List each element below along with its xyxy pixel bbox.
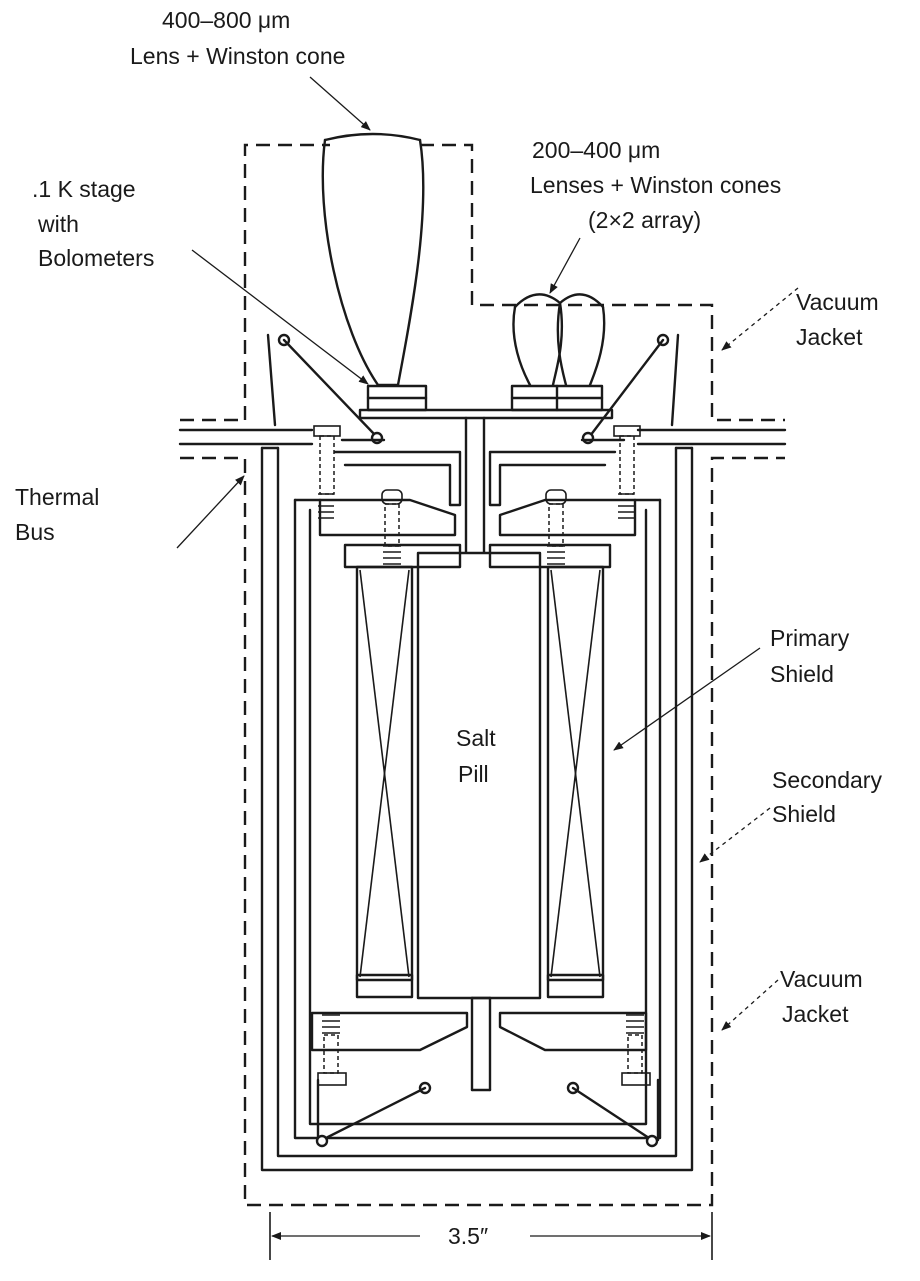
thermal-bus-plate — [178, 428, 787, 446]
svg-text:400–800 μm: 400–800 μm — [162, 7, 290, 33]
svg-text:Pill: Pill — [458, 761, 489, 787]
svg-text:Lenses + Winston cones: Lenses + Winston cones — [530, 172, 781, 198]
secondary-shield — [293, 498, 662, 1140]
dimension-label: 3.5″ — [448, 1223, 488, 1249]
svg-text:Jacket: Jacket — [796, 324, 863, 350]
small-winston-cones — [512, 293, 606, 387]
svg-text:Lens + Winston cone: Lens + Winston cone — [130, 43, 345, 69]
primary-shield — [260, 446, 694, 1172]
label-small-lenses: 200–400 μm Lenses + Winston cones (2×2 a… — [530, 137, 781, 233]
top-brackets — [318, 450, 637, 537]
svg-text:Shield: Shield — [770, 661, 834, 687]
svg-text:Shield: Shield — [772, 801, 836, 827]
svg-text:Primary: Primary — [770, 625, 850, 651]
svg-text:.1 K stage: .1 K stage — [32, 176, 136, 202]
svg-text:Bolometers: Bolometers — [38, 245, 154, 271]
svg-text:200–400 μm: 200–400 μm — [532, 137, 660, 163]
label-primary-shield: Primary Shield — [770, 625, 850, 687]
svg-text:Secondary: Secondary — [772, 767, 882, 793]
support-strings-bottom — [315, 1078, 660, 1148]
leader-arrows — [176, 76, 799, 1031]
svg-text:Thermal: Thermal — [15, 484, 99, 510]
label-vacuum-top: Vacuum Jacket — [796, 289, 879, 350]
large-winston-cone — [321, 132, 425, 387]
svg-text:(2×2 array): (2×2 array) — [588, 207, 701, 233]
label-vacuum-bottom: Vacuum Jacket — [780, 966, 863, 1027]
label-salt-pill: Salt Pill — [456, 725, 496, 787]
magnet-coils — [343, 543, 612, 999]
screws-bottom — [317, 1014, 651, 1086]
svg-text:Salt: Salt — [456, 725, 496, 751]
svg-text:Jacket: Jacket — [782, 1001, 849, 1027]
label-secondary-shield: Secondary Shield — [772, 767, 882, 827]
bottom-brackets — [310, 996, 648, 1092]
svg-text:Vacuum: Vacuum — [780, 966, 863, 992]
stage-assembly — [358, 384, 614, 554]
screws-top — [313, 425, 641, 565]
svg-text:Bus: Bus — [15, 519, 55, 545]
svg-text:with: with — [37, 211, 79, 237]
label-thermal-bus: Thermal Bus — [15, 484, 99, 545]
label-large-lens: 400–800 μm Lens + Winston cone — [130, 7, 345, 69]
label-stage: .1 K stage with Bolometers — [32, 176, 154, 271]
dimension-marker — [269, 1212, 713, 1260]
svg-text:Vacuum: Vacuum — [796, 289, 879, 315]
vacuum-jacket-outline — [180, 143, 785, 1207]
